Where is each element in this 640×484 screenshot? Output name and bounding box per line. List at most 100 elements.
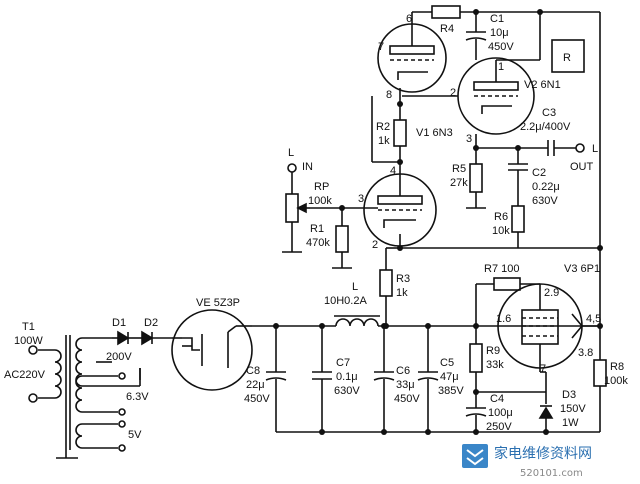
label-c2-v2: 630V [532,195,558,207]
label-r7: R7 100 [484,263,519,275]
label-c5: C5 [440,357,454,369]
resistor-r5 [466,148,486,209]
label-pin7: 7 [378,41,384,53]
label-r6-value: 10k [492,225,510,237]
label-c5-v1: 47μ [440,371,459,383]
label-v2: V2 6N1 [524,79,561,91]
label-v1-pin4: 4 [390,165,396,177]
label-d2: D2 [144,317,158,329]
label-c5-v2: 385V [438,385,464,397]
label-r3: R3 [396,273,410,285]
label-v1-pin3: 3 [358,193,364,205]
resistor-r3 [379,248,393,326]
label-t1-power: 100W [14,335,43,347]
capacitor-c1 [465,12,487,60]
label-in: IN [302,161,313,173]
label-pin-4-5: 4,5 [586,313,601,325]
resistor-r4 [412,5,600,19]
label-r4: R4 [440,23,454,35]
label-c1: C1 [490,13,504,25]
label-d1: D1 [112,317,126,329]
label-r3-value: 1k [396,287,408,299]
label-200v: 200V [106,351,132,363]
watermark-url: 520101.com [520,468,583,479]
label-c3-value: 2.2μ/400V [520,121,571,133]
tube-v2 [402,57,535,148]
label-pin-1-6: 1.6 [496,313,511,325]
label-pin-2-9: 2.9 [544,287,559,299]
label-c8-v1: 22μ [246,379,265,391]
choke-l [334,315,380,327]
label-c6-v1: 33μ [396,379,415,391]
label-d3-v1: 150V [560,403,586,415]
label-r1: R1 [310,223,324,235]
r-box [551,39,585,73]
label-l-out: L [592,143,598,155]
label-c8: C8 [246,365,260,377]
label-r8-value: 100k [604,375,628,387]
label-c4-v1: 100μ [488,407,513,419]
label-c3: C3 [542,107,556,119]
capacitor-c2 [508,148,528,206]
label-c7: C7 [336,357,350,369]
label-6-3v: 6.3V [126,391,149,403]
input-jack [287,163,297,194]
label-c4-v2: 250V [486,421,512,433]
label-v3: V3 6P1 [564,263,600,275]
watermark-logo: 家电维修资料网 520101.com [462,444,592,479]
label-c6: C6 [396,365,410,377]
label-out: OUT [570,161,594,173]
label-v1: V1 6N3 [416,127,453,139]
transformer-t1 [28,335,141,459]
tube-v1 [363,173,437,249]
resistor-r8 [593,326,607,432]
label-c6-v2: 450V [394,393,420,405]
label-v2-pin3: 3 [466,133,472,145]
label-ac: AC220V [4,369,46,381]
label-c7-v2: 630V [334,385,360,397]
output-tube-v3 [497,283,584,373]
label-r9-value: 33k [486,359,504,371]
label-v1-pin2: 2 [372,239,378,251]
watermark-title: 家电维修资料网 [494,445,592,462]
label-r2: R2 [376,121,390,133]
resistor-r9 [469,326,483,392]
label-l-in: L [288,147,294,159]
label-pin8: 8 [386,89,392,101]
capacitor-c4 [465,392,487,432]
resistor-r6 [511,205,525,248]
label-v2-pin2: 2 [450,87,456,99]
label-c1-v1: 10μ [490,27,509,39]
junction-dots [273,9,603,435]
diode-d1 [112,330,142,346]
label-rp: RP [314,181,329,193]
label-rp-value: 100k [308,195,332,207]
label-t1: T1 [22,321,35,333]
label-r5-value: 27k [450,177,468,189]
label-ve: VE 5Z3P [196,297,240,309]
resistor-r1 [332,208,352,269]
label-c2-v1: 0.22μ [532,181,560,193]
diode-d2 [141,330,172,346]
label-5v: 5V [128,429,142,441]
label-d3: D3 [562,389,576,401]
resistor-r7 [475,277,540,326]
label-pin6: 6 [406,13,412,25]
label-c2: C2 [532,167,546,179]
label-c7-v1: 0.1μ [336,371,358,383]
label-r8: R8 [610,361,624,373]
capacitor-c5 [417,326,439,432]
label-pin1: 1 [498,61,504,73]
label-r2-value: 1k [378,135,390,147]
capacitor-c3 [476,140,585,156]
label-r-box: R [563,52,571,64]
label-c1-v2: 450V [488,41,514,53]
label-l: L [352,281,358,293]
label-c4: C4 [490,393,504,405]
label-r1-value: 470k [306,237,330,249]
capacitor-c7 [312,326,332,432]
label-l-value: 10H0.2A [324,295,367,307]
label-pin-7-v3: 7 [540,363,546,375]
label-r5: R5 [452,163,466,175]
